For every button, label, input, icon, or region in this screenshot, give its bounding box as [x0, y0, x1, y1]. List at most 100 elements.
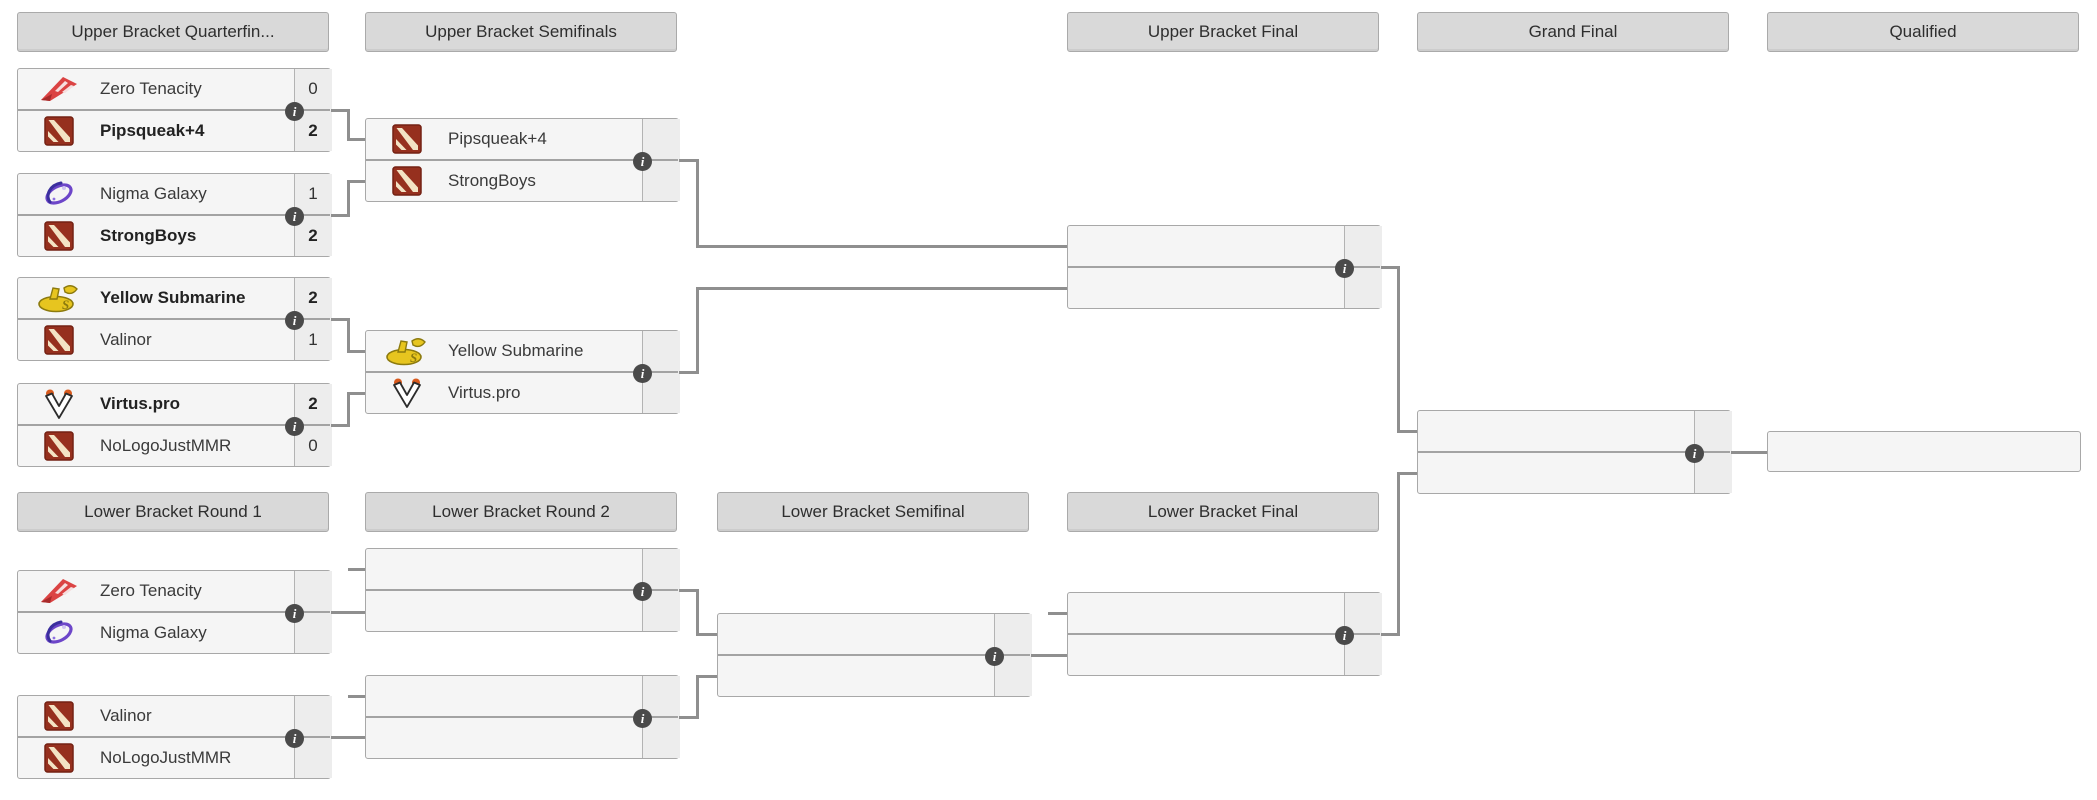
team-score: 2	[308, 226, 318, 245]
bracket-connector	[348, 568, 365, 571]
virtus-pro-logo	[376, 376, 438, 410]
match-info-icon[interactable]: i	[1335, 259, 1354, 278]
header-upper-bracket-final: Upper Bracket Final	[1067, 12, 1379, 52]
team-row-virtus-pro[interactable]: Virtus.pro	[366, 373, 678, 413]
match-divider	[366, 589, 678, 591]
match-ub-semifinal-1: Pipsqueak+4 StrongBoys i	[365, 118, 680, 202]
match-ub-final: i	[1067, 225, 1382, 309]
match-info-icon[interactable]: i	[633, 364, 652, 383]
team-name[interactable]: Pipsqueak+4	[100, 121, 205, 140]
team-name[interactable]: Pipsqueak+4	[448, 129, 547, 148]
team-row-empty	[366, 718, 678, 758]
team-row-empty	[1068, 593, 1380, 633]
team-row-zero-tenacity[interactable]: Zero Tenacity 0	[18, 69, 330, 109]
team-row-valinor[interactable]: Valinor 1	[18, 320, 330, 360]
bracket-connector	[331, 424, 348, 427]
match-divider	[18, 611, 330, 613]
match-info-icon[interactable]: i	[633, 152, 652, 171]
team-row-nologojustmmr[interactable]: NoLogoJustMMR 0	[18, 426, 330, 466]
match-ub-quarterfinal-4: Virtus.pro 2 NoLogoJustMMR 0 i	[17, 383, 332, 467]
bracket-connector	[679, 589, 697, 592]
team-name[interactable]: Virtus.pro	[100, 394, 180, 413]
team-name[interactable]: Zero Tenacity	[100, 79, 202, 98]
match-info-icon[interactable]: i	[985, 647, 1004, 666]
team-row-empty	[1068, 635, 1380, 675]
bracket-connector	[696, 675, 699, 719]
team-row-nologojustmmr[interactable]: NoLogoJustMMR	[18, 738, 330, 778]
match-divider	[718, 654, 1030, 656]
header-lower-bracket-round-2: Lower Bracket Round 2	[365, 492, 677, 532]
bracket-connector	[1731, 451, 1767, 454]
header-lower-bracket-semifinal: Lower Bracket Semifinal	[717, 492, 1029, 532]
bracket-connector	[1397, 472, 1417, 475]
match-divider	[18, 109, 330, 111]
bracket-connector	[1397, 266, 1400, 433]
team-name[interactable]: Nigma Galaxy	[100, 623, 207, 642]
team-name[interactable]: Yellow Submarine	[448, 341, 584, 360]
team-row-empty	[366, 549, 678, 589]
match-divider	[18, 424, 330, 426]
dota2-default-logo	[28, 699, 90, 733]
team-row-strongboys[interactable]: StrongBoys 2	[18, 216, 330, 256]
bracket-connector	[331, 736, 365, 739]
team-name[interactable]: Yellow Submarine	[100, 288, 246, 307]
match-divider	[18, 214, 330, 216]
match-info-icon[interactable]: i	[285, 729, 304, 748]
bracket-connector	[331, 214, 348, 217]
team-row-empty	[1068, 226, 1380, 266]
team-name[interactable]: StrongBoys	[100, 226, 197, 245]
match-info-icon[interactable]: i	[633, 709, 652, 728]
team-name[interactable]: NoLogoJustMMR	[100, 748, 232, 767]
bracket-connector	[347, 392, 350, 427]
bracket-connector	[331, 318, 348, 321]
team-row-nigma-galaxy[interactable]: Nigma Galaxy	[18, 613, 330, 653]
match-info-icon[interactable]: i	[285, 311, 304, 330]
bracket-connector	[1397, 472, 1400, 636]
match-ub-quarterfinal-3: S Yellow Submarine 2 Valinor 1 i	[17, 277, 332, 361]
team-row-empty	[1418, 411, 1730, 451]
team-name[interactable]: StrongBoys	[448, 171, 536, 190]
bracket-connector	[679, 716, 697, 719]
nigma-galaxy-logo	[28, 177, 90, 211]
match-info-icon[interactable]: i	[633, 582, 652, 601]
svg-text:S: S	[62, 297, 69, 312]
team-row-yellow-submarine[interactable]: S Yellow Submarine	[366, 331, 678, 371]
match-info-icon[interactable]: i	[1335, 626, 1354, 645]
team-row-empty	[718, 656, 1030, 696]
match-info-icon[interactable]: i	[285, 604, 304, 623]
match-info-icon[interactable]: i	[285, 102, 304, 121]
team-name[interactable]: Valinor	[100, 330, 152, 349]
team-row-nigma-galaxy[interactable]: Nigma Galaxy 1	[18, 174, 330, 214]
match-divider	[1418, 451, 1730, 453]
bracket-connector	[1397, 430, 1417, 433]
team-score: 2	[308, 288, 318, 307]
match-lb-round2-1: i	[365, 548, 680, 632]
match-info-icon[interactable]: i	[1685, 444, 1704, 463]
bracket-connector	[331, 109, 348, 112]
bracket-connector	[331, 611, 365, 614]
team-name[interactable]: Nigma Galaxy	[100, 184, 207, 203]
team-row-yellow-submarine[interactable]: S Yellow Submarine 2	[18, 278, 330, 318]
team-name[interactable]: NoLogoJustMMR	[100, 436, 232, 455]
team-score: 2	[308, 394, 318, 413]
team-name[interactable]: Virtus.pro	[448, 383, 521, 402]
team-row-valinor[interactable]: Valinor	[18, 696, 330, 736]
team-row-pipsqueak4[interactable]: Pipsqueak+4	[366, 119, 678, 159]
team-name[interactable]: Zero Tenacity	[100, 581, 202, 600]
team-row-zero-tenacity[interactable]: Zero Tenacity	[18, 571, 330, 611]
match-info-icon[interactable]: i	[285, 207, 304, 226]
match-info-icon[interactable]: i	[285, 417, 304, 436]
team-row-pipsqueak4[interactable]: Pipsqueak+4 2	[18, 111, 330, 151]
team-row-strongboys[interactable]: StrongBoys	[366, 161, 678, 201]
match-lb-final: i	[1067, 592, 1382, 676]
team-row-virtus-pro[interactable]: Virtus.pro 2	[18, 384, 330, 424]
match-ub-semifinal-2: S Yellow Submarine Virtus.pro i	[365, 330, 680, 414]
match-lb-round2-2: i	[365, 675, 680, 759]
yellow-submarine-logo: S	[376, 334, 438, 368]
dota2-default-logo	[28, 114, 90, 148]
team-row-empty	[718, 614, 1030, 654]
match-grand-final: i	[1417, 410, 1732, 494]
bracket-connector	[696, 675, 717, 678]
team-name[interactable]: Valinor	[100, 706, 152, 725]
